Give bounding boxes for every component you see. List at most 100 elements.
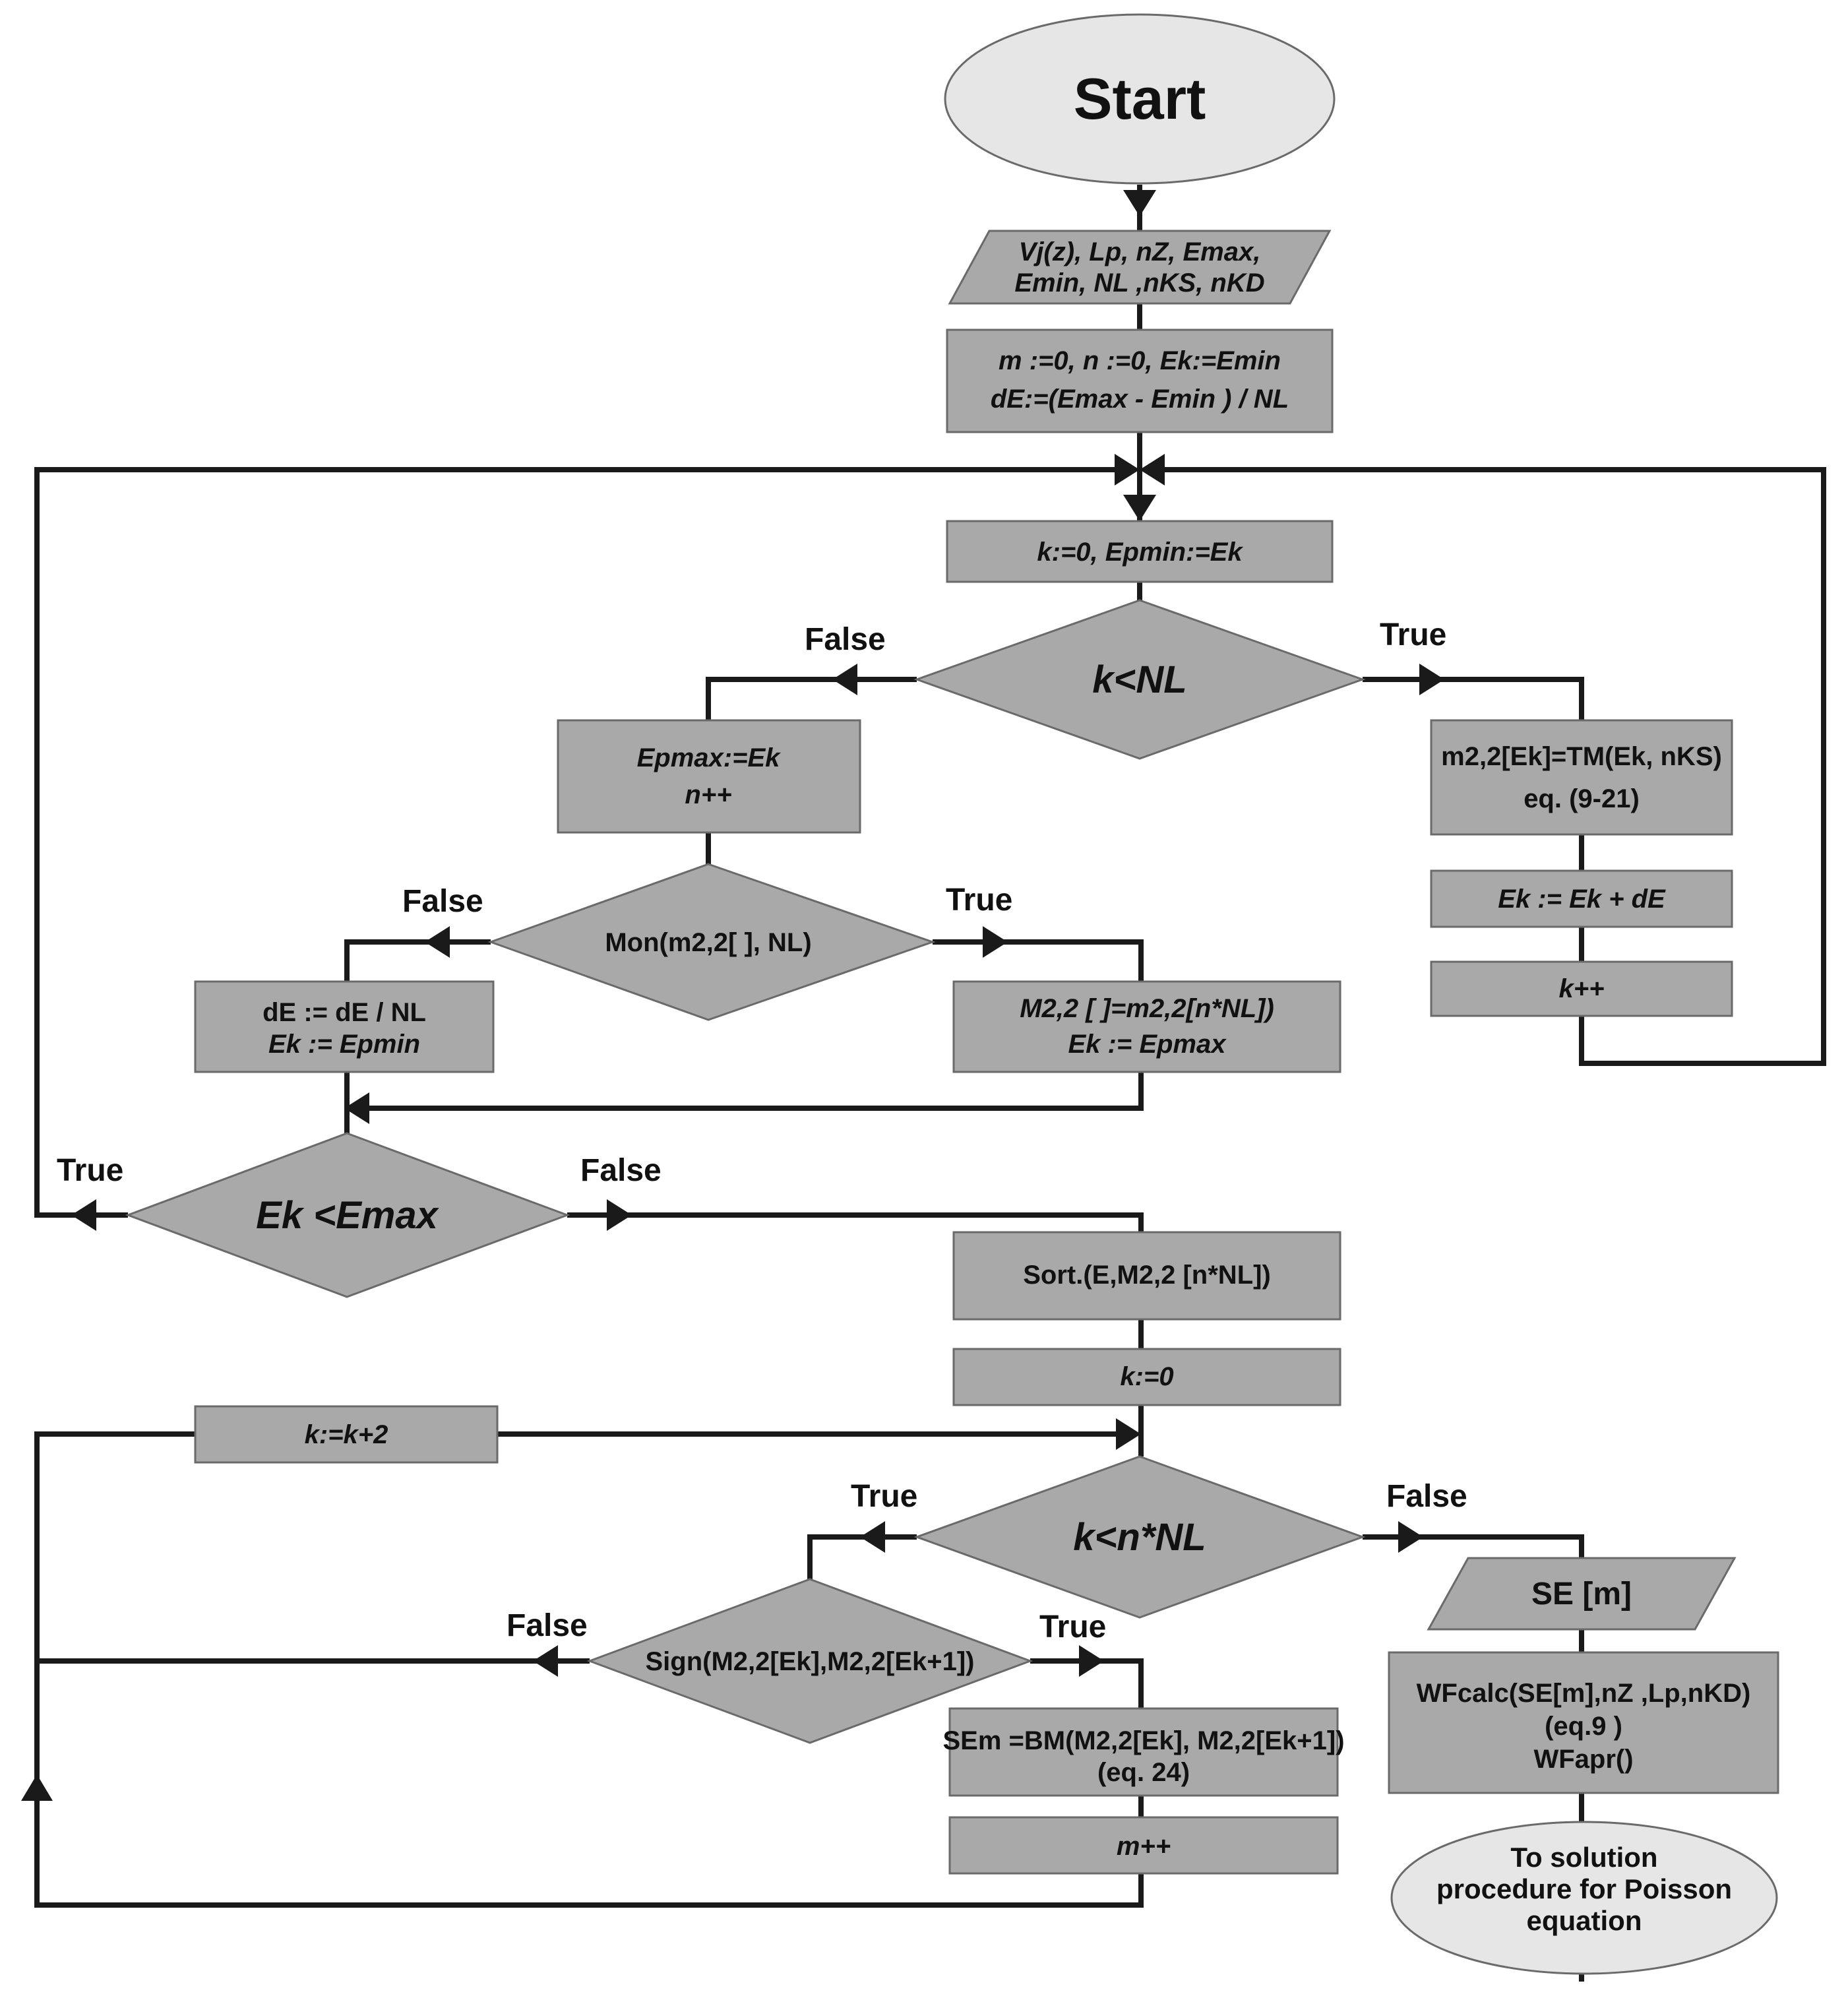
label-mon-false: False: [402, 884, 483, 919]
wfcalc-box: [1388, 1651, 1779, 1794]
de-div-line-2: Ek := Epmin: [268, 1030, 420, 1059]
decision-mon: [487, 863, 936, 1021]
ek-inc-box: [1430, 869, 1733, 928]
init-line-2: dE:=(Emax - Emin ) / NL: [991, 385, 1289, 414]
k-plus2-label: k:=k+2: [305, 1420, 388, 1449]
bm-box: [948, 1707, 1339, 1797]
bm-line-2: (eq. 24): [1097, 1758, 1190, 1787]
arrow-left-knnl-true: [860, 1521, 885, 1553]
epmax-line-1: Epmax:=Ek: [637, 743, 782, 772]
end-line-1: To solution: [1510, 1842, 1657, 1873]
ek-inc-label: Ek := Ek + dE: [1498, 885, 1666, 914]
arrow-left-merge-lower: [344, 1092, 369, 1124]
se-output-parallelogram: [1427, 1557, 1737, 1631]
decision-ek-lt-emax: [125, 1132, 570, 1298]
arrow-right-merge: [1115, 454, 1140, 485]
k-init-label: k:=0, Epmin:=Ek: [1037, 538, 1243, 567]
line-knnl-false: [1363, 1534, 1584, 1558]
start-terminal: [944, 13, 1336, 185]
k-plus2-box: [194, 1405, 499, 1464]
init-line-1: m :=0, n :=0, Ek:=Emin: [999, 346, 1281, 375]
arrow-left-ekemax-true: [71, 1199, 96, 1231]
se-output-label: SE [m]: [1531, 1577, 1632, 1612]
de-div-box: [194, 980, 495, 1073]
k-zero-label: k:=0: [1120, 1362, 1173, 1391]
line-knnl-true: [807, 1534, 917, 1579]
decision-sign: [586, 1578, 1033, 1744]
arrow-right-kplus2: [1116, 1418, 1141, 1450]
arrow-right-sign-true: [1079, 1645, 1104, 1677]
cond-k-lt-nnl-label: k<n*NL: [1073, 1516, 1206, 1559]
decision-k-lt-nnl: [913, 1455, 1366, 1619]
m-inc-label: m++: [1117, 1832, 1171, 1861]
m-inc-box: [948, 1816, 1339, 1875]
line-loop-right: [1154, 467, 1826, 1066]
init-box: [946, 329, 1334, 433]
label-ekemax-true: True: [57, 1153, 123, 1188]
assign-m-box: [952, 980, 1341, 1073]
arrow-left-knl-false: [832, 664, 857, 695]
epmax-line-2: n++: [685, 780, 731, 809]
end-line-3: equation: [1527, 1905, 1642, 1936]
arrow-left-merge: [1140, 454, 1165, 485]
label-knl-true: True: [1380, 617, 1446, 652]
arrow-up-bottom-loop: [21, 1774, 53, 1801]
label-sign-false: False: [507, 1608, 588, 1643]
arrow-right-mon-true: [983, 926, 1008, 958]
inputs-line-1: Vj(z), Lp, nZ, Emax,: [1019, 237, 1261, 266]
line-mon-true: [933, 939, 1144, 982]
arrowheads: [21, 190, 1444, 1801]
line-assign-merge: [347, 1072, 1144, 1111]
sort-label: Sort.(E,M2,2 [n*NL]): [1023, 1261, 1271, 1290]
sort-box: [952, 1231, 1341, 1321]
shapes: [125, 13, 1779, 1975]
arrow-left-sign-false: [533, 1645, 558, 1677]
line-bottom-loop: [34, 1431, 1144, 1908]
label-mon-true: True: [946, 883, 1012, 918]
arrow-down-input: [1123, 190, 1156, 216]
label-knl-false: False: [805, 622, 886, 657]
cond-k-lt-nl-label: k<NL: [1092, 658, 1186, 701]
line-mon-false: [344, 939, 491, 982]
assign-m-line-1: M2,2 [ ]=m2,2[n*NL]): [1020, 994, 1274, 1023]
k-inc-box: [1430, 960, 1733, 1017]
label-ekemax-false: False: [580, 1153, 662, 1188]
line-sign-true: [1030, 1658, 1144, 1708]
input-parallelogram: [948, 230, 1332, 305]
line-knl-false: [706, 677, 917, 720]
line-ekemax-false: [567, 1212, 1144, 1232]
de-div-line-1: dE := dE / NL: [262, 998, 426, 1027]
start-label: Start: [1074, 66, 1206, 131]
arrow-left-mon-false: [425, 926, 450, 958]
end-line-2: procedure for Poisson: [1436, 1873, 1732, 1904]
k-inc-label: k++: [1559, 974, 1605, 1003]
bm-line-1: SEm =BM(M2,2[Ek], M2,2[Ek+1]): [942, 1726, 1344, 1755]
arrow-right-knl-true: [1419, 664, 1444, 695]
epmax-box: [557, 719, 861, 834]
branch-labels: False True False True True False True Fa…: [57, 617, 1467, 1644]
assign-m-line-2: Ek := Epmax: [1068, 1030, 1227, 1059]
tm-line-1: m2,2[Ek]=TM(Ek, nKS): [1441, 742, 1722, 771]
arrow-down-kinit: [1123, 495, 1156, 521]
label-sign-true: True: [1039, 1610, 1106, 1644]
line-knl-true: [1363, 677, 1584, 720]
wfcalc-line-1: WFcalc(SE[m],nZ ,Lp,nKD): [1417, 1679, 1751, 1708]
k-init-box: [946, 520, 1334, 583]
wfcalc-line-2: (eq.9 ): [1545, 1712, 1622, 1741]
inputs-line-2: Emin, NL ,nKS, nKD: [1014, 268, 1264, 297]
arrow-right-knnl-false: [1398, 1521, 1423, 1553]
wfcalc-line-3: WFapr(): [1533, 1745, 1633, 1774]
end-terminal: [1390, 1821, 1778, 1975]
mon-label: Mon(m2,2[ ], NL): [605, 928, 811, 957]
sign-label: Sign(M2,2[Ek],M2,2[Ek+1]): [645, 1647, 974, 1676]
arrow-right-ekemax-false: [607, 1199, 632, 1231]
label-knnl-true: True: [851, 1479, 917, 1514]
label-knnl-false: False: [1386, 1479, 1467, 1514]
k-zero-box: [952, 1348, 1341, 1406]
tm-line-2: eq. (9-21): [1524, 784, 1640, 813]
node-labels: Start Vj(z), Lp, nZ, Emax, Emin, NL ,nKS…: [256, 66, 1750, 1936]
cond-ek-lt-emax-label: Ek <Emax: [256, 1194, 439, 1237]
tm-box: [1430, 719, 1733, 836]
